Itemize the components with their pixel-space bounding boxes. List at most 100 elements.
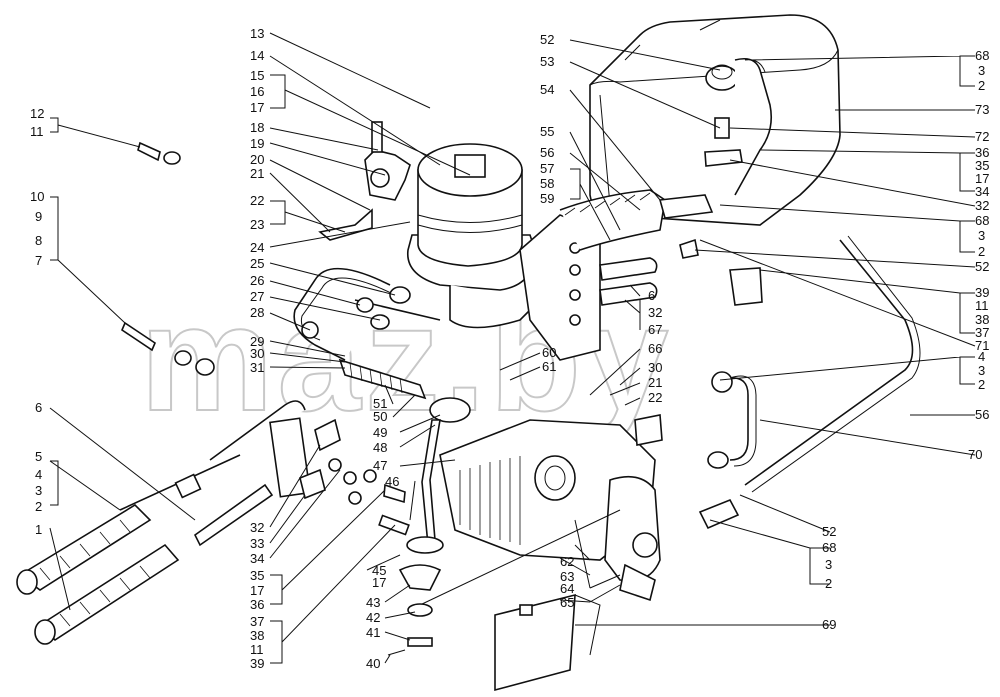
callout-2b: 2 (978, 244, 985, 259)
callout-23: 23 (250, 217, 264, 232)
callout-56b: 56 (975, 407, 989, 422)
callout-68b: 68 (975, 213, 989, 228)
callout-46: 46 (385, 474, 399, 489)
callout-2: 2 (35, 499, 42, 514)
callout-71: 71 (975, 338, 989, 353)
callout-54: 54 (540, 82, 554, 97)
callout-62: 62 (560, 554, 574, 569)
callout-65: 65 (560, 595, 574, 610)
callout-51: 51 (373, 396, 387, 411)
callout-42: 42 (366, 610, 380, 625)
callout-64: 64 (560, 581, 574, 596)
callout-11c: 11 (975, 298, 989, 313)
callout-52c: 52 (822, 524, 836, 539)
control-linkage (338, 358, 621, 656)
callout-49: 49 (373, 425, 387, 440)
callout-50: 50 (373, 409, 387, 424)
callout-72: 72 (975, 129, 989, 144)
callout-12: 12 (30, 106, 44, 121)
callout-56a: 56 (540, 145, 554, 160)
fuel-lines-left (293, 121, 441, 361)
callout-30b: 30 (648, 360, 662, 375)
callout-6: 6 (35, 400, 42, 415)
callout-22: 22 (250, 193, 264, 208)
callout-63: 63 (560, 569, 574, 584)
callout-40: 40 (366, 656, 380, 671)
callout-34: 34 (250, 551, 264, 566)
callout-61: 61 (542, 359, 556, 374)
callout-6b: 6 (648, 288, 655, 303)
callout-59: 59 (540, 191, 554, 206)
callout-5: 5 (35, 449, 42, 464)
callout-70: 70 (968, 447, 982, 462)
callout-11b: 11 (250, 642, 264, 657)
callout-39b: 39 (975, 285, 989, 300)
callout-14: 14 (250, 48, 264, 63)
callout-66: 66 (648, 341, 662, 356)
callout-28: 28 (250, 305, 264, 320)
leader-lines (49, 32, 976, 664)
callout-2c: 2 (978, 377, 985, 392)
fuel-tank (589, 14, 841, 226)
callout-labels: 12 11 10 9 8 7 6 5 4 3 2 1 13 14 15 16 1… (30, 26, 989, 671)
callout-32c: 32 (975, 198, 989, 213)
callout-26: 26 (250, 273, 264, 288)
callout-29: 29 (250, 334, 264, 349)
fuel-lines-right (634, 194, 921, 530)
callout-1: 1 (35, 522, 42, 537)
callout-19: 19 (250, 136, 264, 151)
callout-53: 53 (540, 54, 554, 69)
callout-2d: 2 (825, 576, 832, 591)
callout-69: 69 (822, 617, 836, 632)
callout-34b: 34 (975, 184, 989, 199)
callout-7: 7 (35, 253, 42, 268)
callout-24: 24 (250, 240, 264, 255)
callout-36b: 36 (975, 145, 989, 160)
callout-36: 36 (250, 597, 264, 612)
callout-4: 4 (35, 467, 42, 482)
callout-9: 9 (35, 209, 42, 224)
callout-37: 37 (250, 614, 264, 629)
callout-35: 35 (250, 568, 264, 583)
callout-21: 21 (250, 166, 264, 181)
callout-3: 3 (35, 483, 42, 498)
callout-15: 15 (250, 68, 264, 83)
pump-housing (439, 419, 661, 602)
callout-39: 39 (250, 656, 264, 671)
callout-48: 48 (373, 440, 387, 455)
callout-45: 45 (372, 563, 386, 578)
callout-38b: 38 (975, 312, 989, 327)
callout-58: 58 (540, 176, 554, 191)
callout-32b: 32 (648, 305, 662, 320)
callout-55: 55 (540, 124, 554, 139)
callout-43: 43 (366, 595, 380, 610)
callout-3d: 3 (825, 557, 832, 572)
callout-73: 73 (975, 102, 989, 117)
hoses-left (16, 400, 341, 645)
pump-bracket (519, 189, 666, 361)
callout-11: 11 (30, 124, 44, 139)
callout-52a: 52 (540, 32, 554, 47)
callout-47: 47 (373, 458, 387, 473)
callout-35b: 35 (975, 158, 989, 173)
fasteners-left (121, 141, 410, 536)
callout-13: 13 (250, 26, 264, 41)
callout-52b: 52 (975, 259, 989, 274)
callout-31: 31 (250, 360, 264, 375)
callout-17c: 17 (372, 575, 386, 590)
callout-38: 38 (250, 628, 264, 643)
callout-30: 30 (250, 346, 264, 361)
callout-57: 57 (540, 161, 554, 176)
callout-20: 20 (250, 152, 264, 167)
callout-68a: 68 (975, 48, 989, 63)
callout-17b: 17 (250, 583, 264, 598)
mounting-bracket-bottom (494, 593, 601, 692)
callout-3c: 3 (978, 363, 985, 378)
callout-60: 60 (542, 345, 556, 360)
callout-25: 25 (250, 256, 264, 271)
callout-17: 17 (250, 100, 264, 115)
callout-4b: 4 (978, 349, 985, 364)
callout-37b: 37 (975, 325, 989, 340)
callout-10: 10 (30, 189, 44, 204)
